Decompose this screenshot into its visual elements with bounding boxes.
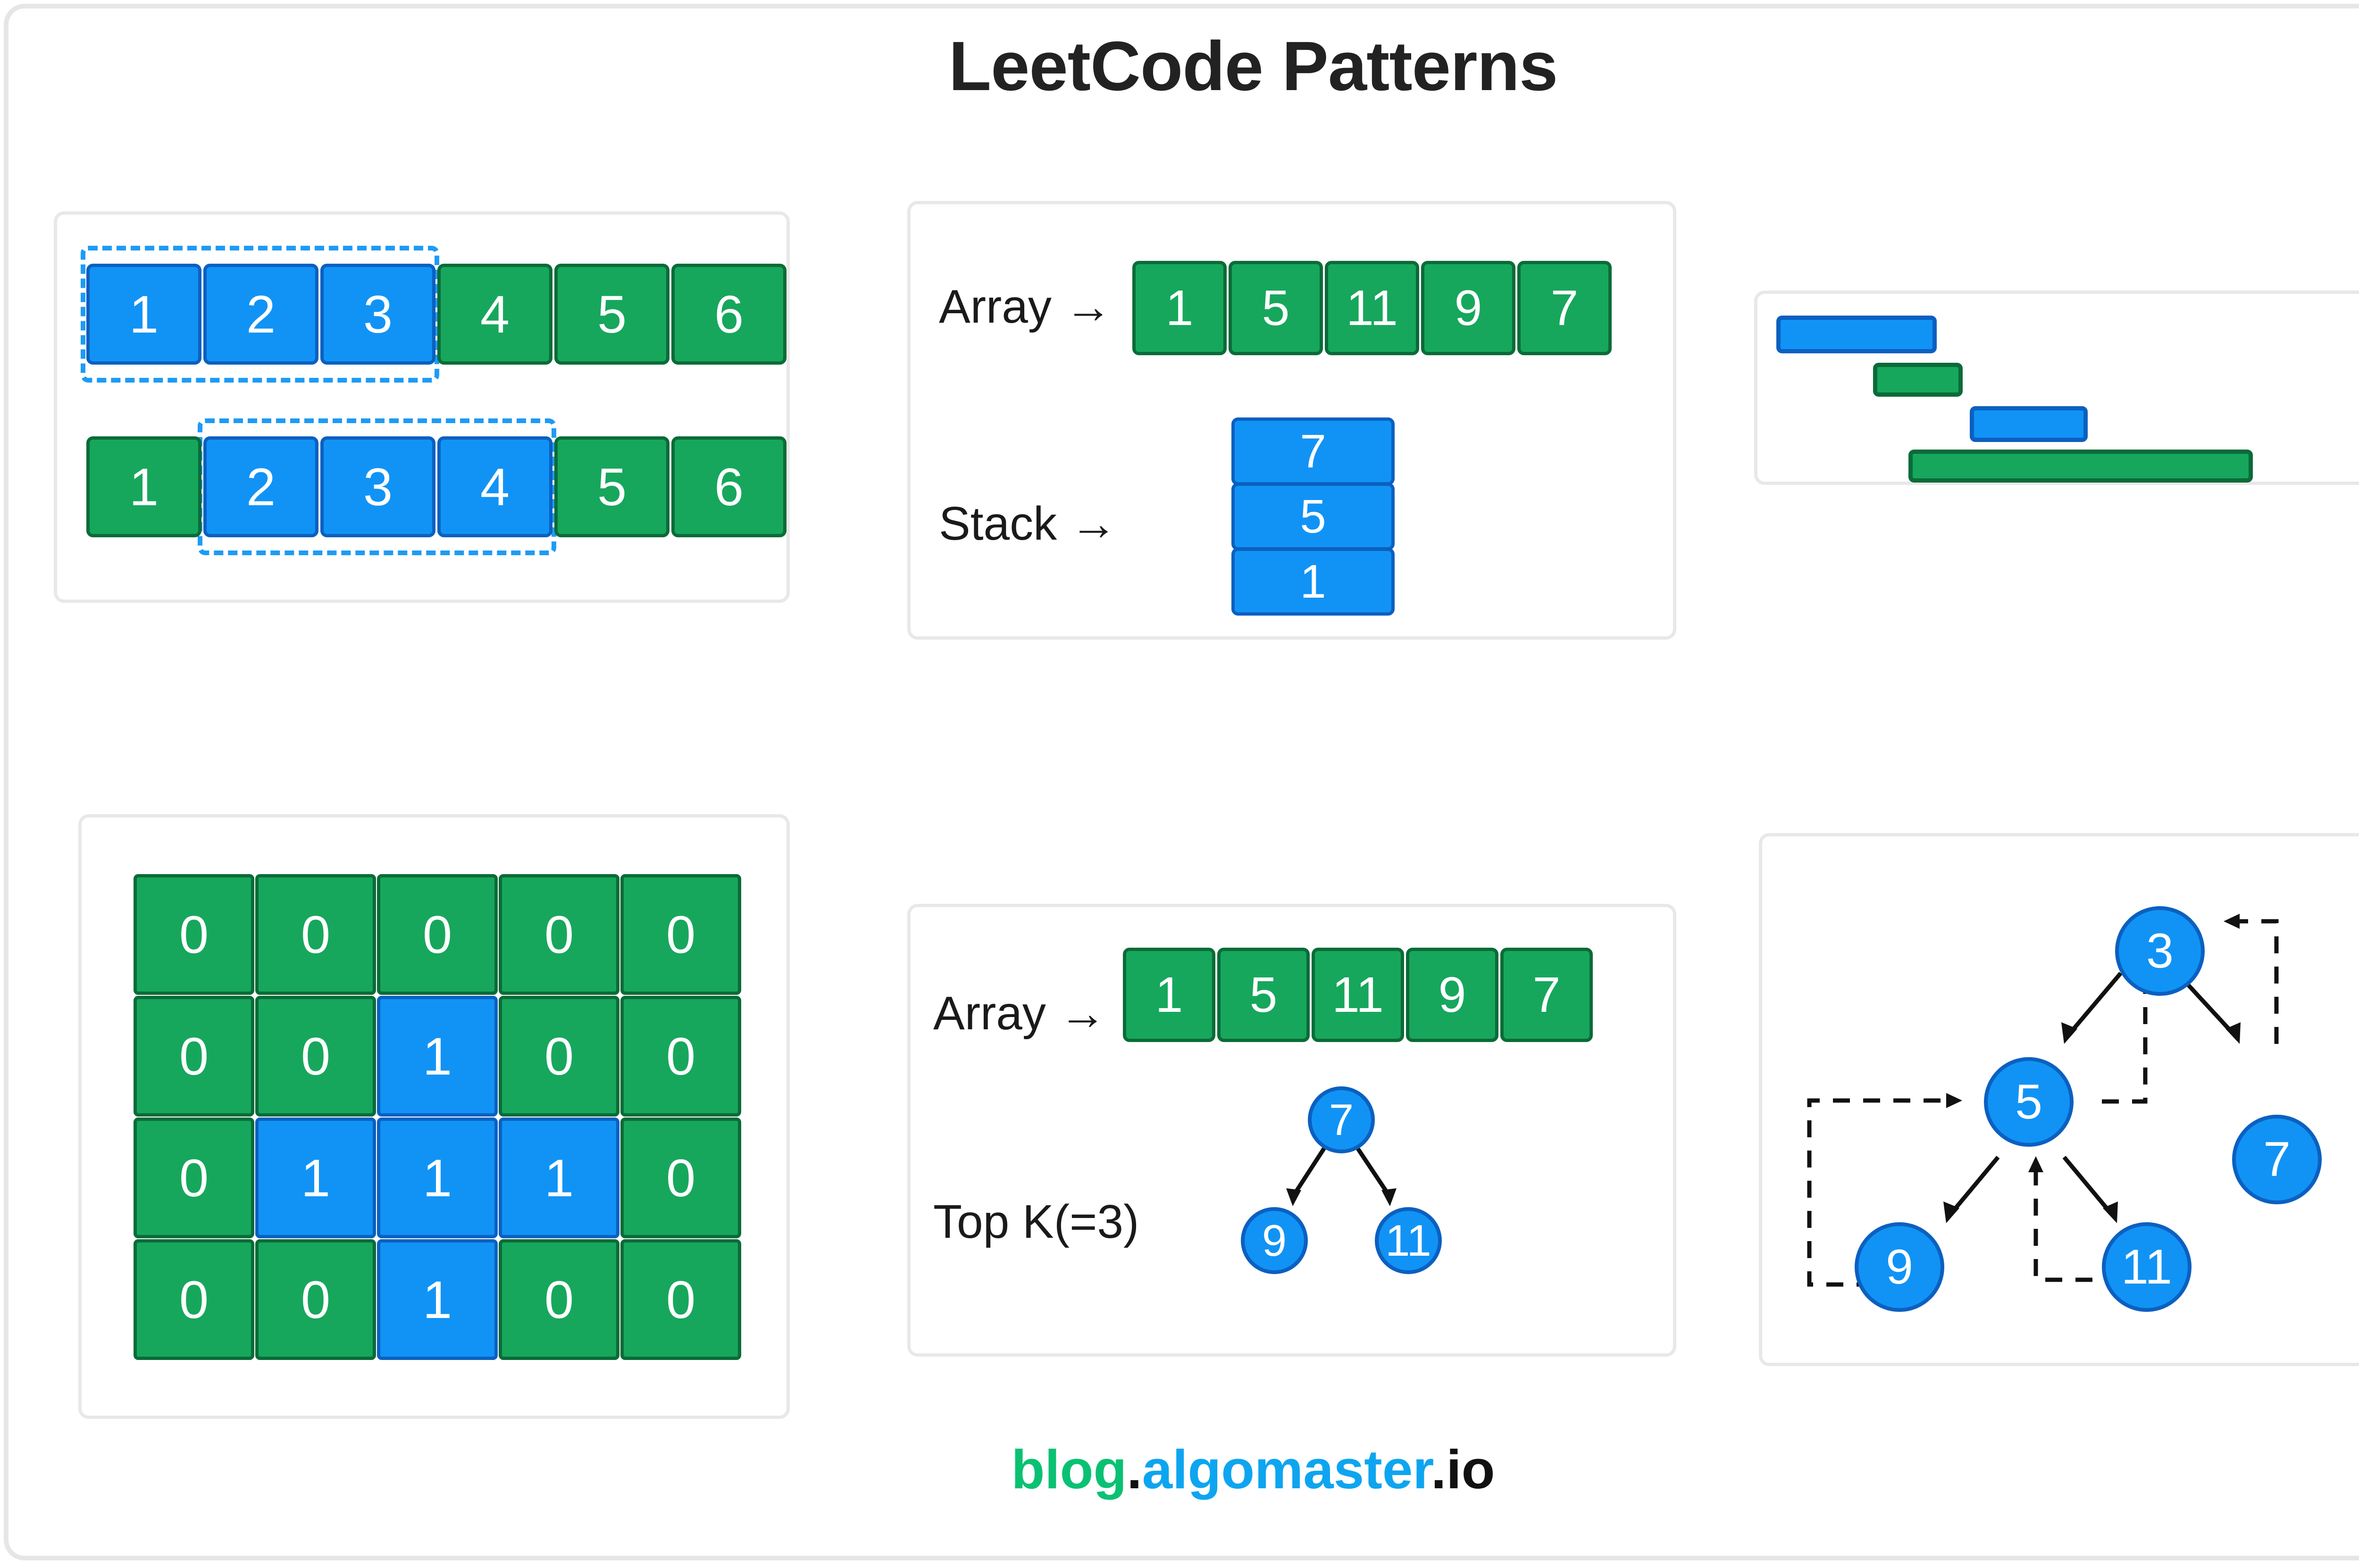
array-cell: 7 bbox=[1517, 261, 1612, 355]
sliding-window-cell: 2 bbox=[203, 436, 318, 537]
footer-tld: .io bbox=[1431, 1439, 1495, 1500]
sliding-window-cell: 4 bbox=[437, 264, 552, 365]
stack-cell: 1 bbox=[1231, 548, 1395, 616]
array-cell: 5 bbox=[1229, 261, 1323, 355]
grid-cell: 0 bbox=[255, 1239, 376, 1360]
tree-node-right: 7 bbox=[2232, 1115, 2322, 1204]
grid-cell: 0 bbox=[134, 996, 254, 1117]
topk-array-cell: 9 bbox=[1406, 948, 1498, 1042]
sliding-window-cell: 4 bbox=[437, 436, 552, 537]
stack-cell: 5 bbox=[1231, 483, 1395, 550]
topk-array-cell: 11 bbox=[1312, 948, 1404, 1042]
panel-merge-intervals bbox=[1754, 291, 2359, 485]
interval-bar bbox=[1970, 406, 2088, 442]
heap-node-right: 11 bbox=[1375, 1207, 1442, 1274]
interval-bar bbox=[1908, 450, 2253, 483]
grid-cell: 0 bbox=[255, 996, 376, 1117]
grid-cell: 1 bbox=[499, 1118, 619, 1238]
stack-label: Stack → bbox=[939, 497, 1117, 550]
sliding-window-cell: 3 bbox=[320, 264, 435, 365]
stack-cell: 7 bbox=[1231, 417, 1395, 485]
grid-cell: 1 bbox=[377, 996, 498, 1117]
array-cell: 11 bbox=[1325, 261, 1419, 355]
panel-tree-dfs: 3 5 7 9 11 bbox=[1759, 833, 2359, 1366]
grid-cell: 0 bbox=[134, 874, 254, 995]
grid-cell: 0 bbox=[134, 1118, 254, 1238]
grid-cell: 1 bbox=[377, 1239, 498, 1360]
footer-algomaster: algomaster bbox=[1142, 1439, 1431, 1500]
array-cell: 1 bbox=[1132, 261, 1227, 355]
grid-cell: 0 bbox=[620, 1239, 741, 1360]
topk-array-cell: 1 bbox=[1123, 948, 1215, 1042]
grid-cell: 0 bbox=[499, 1239, 619, 1360]
interval-bar bbox=[1873, 363, 1963, 397]
poster-frame: LeetCode Patterns 1 2 3 4 5 6 1 2 3 4 5 … bbox=[4, 4, 2359, 1560]
grid-cell: 0 bbox=[255, 874, 376, 995]
footer-brand: blog.algomaster.io bbox=[8, 1438, 2359, 1501]
grid-cell: 0 bbox=[499, 874, 619, 995]
grid-cell: 0 bbox=[377, 874, 498, 995]
sliding-window-cell: 1 bbox=[86, 436, 201, 537]
topk-array-cell: 7 bbox=[1500, 948, 1593, 1042]
grid-cell: 0 bbox=[620, 874, 741, 995]
sliding-window-bracket-row1 bbox=[81, 246, 439, 383]
topk-heap-edges bbox=[1286, 1144, 1397, 1206]
tree-node-left: 5 bbox=[1984, 1057, 2074, 1147]
topk-array-label: Array → bbox=[933, 987, 1106, 1040]
topk-array-cell: 5 bbox=[1217, 948, 1310, 1042]
sliding-window-cell: 1 bbox=[86, 264, 201, 365]
interval-bar bbox=[1776, 316, 1937, 353]
page-title: LeetCode Patterns bbox=[948, 27, 1558, 105]
grid-cell: 1 bbox=[255, 1118, 376, 1238]
sliding-window-cell: 2 bbox=[203, 264, 318, 365]
sliding-window-cell: 5 bbox=[554, 436, 669, 537]
panel-sliding-window: 1 2 3 4 5 6 1 2 3 4 5 6 bbox=[54, 211, 790, 603]
panel-monotonic-stack: Array → 1 5 11 9 7 Stack → 7 5 1 bbox=[907, 201, 1676, 640]
array-label: Array → bbox=[939, 280, 1112, 333]
footer-blog: blog bbox=[1011, 1439, 1127, 1500]
topk-heap-label: Top K(=3) bbox=[933, 1195, 1139, 1248]
grid-cell: 0 bbox=[134, 1239, 254, 1360]
grid-cell: 0 bbox=[499, 996, 619, 1117]
footer-dot: . bbox=[1127, 1439, 1142, 1500]
sliding-window-cell: 5 bbox=[554, 264, 669, 365]
grid-cell: 0 bbox=[620, 1118, 741, 1238]
heap-node-left: 9 bbox=[1241, 1207, 1308, 1274]
tree-node-left-right: 11 bbox=[2102, 1222, 2192, 1312]
grid-cell: 1 bbox=[377, 1118, 498, 1238]
tree-node-root: 3 bbox=[2115, 906, 2205, 996]
heap-node-root: 7 bbox=[1308, 1086, 1375, 1153]
array-cell: 9 bbox=[1421, 261, 1515, 355]
sliding-window-cell: 6 bbox=[671, 264, 786, 365]
panel-top-k: Array → 1 5 11 9 7 Top K(=3) 7 9 11 bbox=[907, 904, 1676, 1357]
tree-node-left-left: 9 bbox=[1855, 1222, 1944, 1312]
grid-cell: 0 bbox=[620, 996, 741, 1117]
sliding-window-cell: 3 bbox=[320, 436, 435, 537]
sliding-window-cell: 6 bbox=[671, 436, 786, 537]
